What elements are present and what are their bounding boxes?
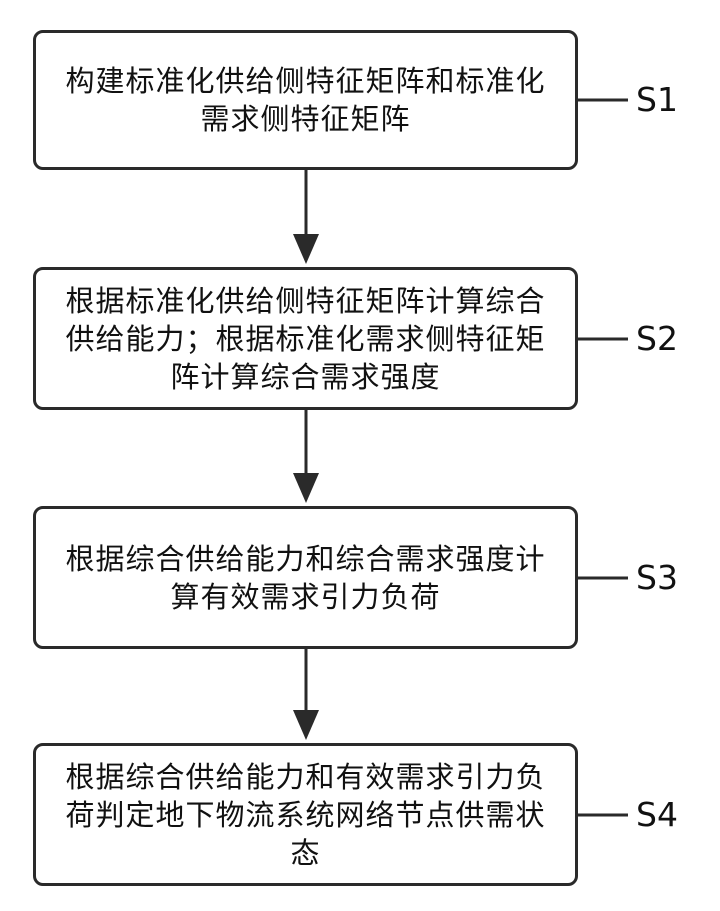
step-label-s1: S1 xyxy=(636,80,678,119)
arrow-s1-s2 xyxy=(293,170,319,264)
step-label-s3: S3 xyxy=(636,558,678,597)
step-label-s2: S2 xyxy=(636,319,678,358)
step-label-s4: S4 xyxy=(636,795,678,834)
arrow-s2-s3 xyxy=(293,410,319,503)
arrow-s3-s4 xyxy=(293,649,319,740)
